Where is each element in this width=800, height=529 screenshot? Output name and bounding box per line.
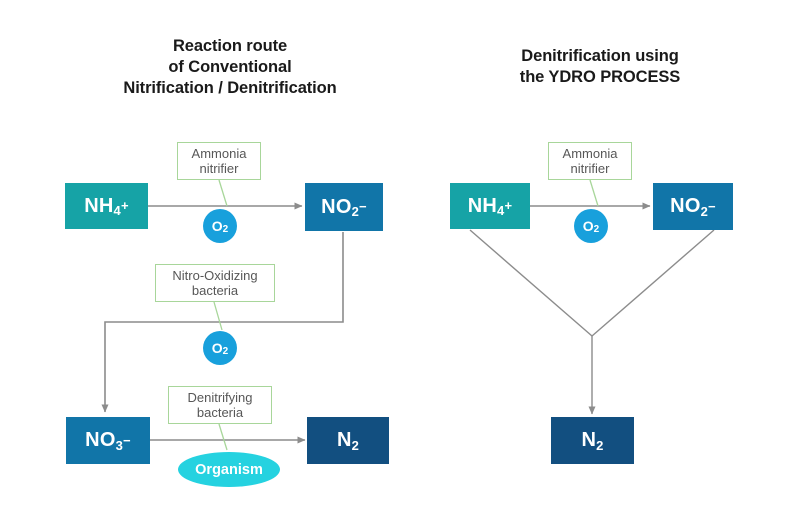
right-panel-title: Denitrification using the YDRO PROCESS <box>450 46 750 88</box>
o2-label: O <box>211 340 223 356</box>
enzyme-label-line-2: nitrifier <box>570 161 610 176</box>
enzyme-ammonia-nitrifier-right[interactable]: Ammonia nitrifier <box>548 142 632 180</box>
enzyme-nitro-oxidizing-bacteria[interactable]: Nitro-Oxidizing bacteria <box>155 264 275 302</box>
enzyme-denitrifying-bacteria[interactable]: Denitrifying bacteria <box>168 386 272 424</box>
right-title-line-2: the YDRO PROCESS <box>519 68 681 86</box>
arrow-nitrite-to-nitrate <box>101 232 344 413</box>
left-title-line-2: of Conventional <box>168 58 292 76</box>
tick-nitro-oxidizing <box>213 301 223 331</box>
ammonium-formula: NH <box>84 194 114 217</box>
nitrate-formula: NO <box>85 429 116 451</box>
enzyme-label-line-1: Nitro-Oxidizing <box>172 268 258 283</box>
tick-ammonia-nitrifier-right <box>589 179 599 207</box>
enzyme-label-line-1: Ammonia <box>191 146 247 161</box>
enzyme-label-line-2: bacteria <box>196 405 244 420</box>
left-title-line-3: Nitrification / Denitrification <box>123 79 337 97</box>
enzyme-label-line-1: Ammonia <box>562 146 618 161</box>
organism-ellipse: Organism <box>178 452 280 487</box>
dinitrogen-formula: N <box>336 429 352 451</box>
enzyme-ammonia-nitrifier-left[interactable]: Ammonia nitrifier <box>177 142 261 180</box>
dinitrogen-formula: N <box>581 429 597 451</box>
tick-ammonia-nitrifier <box>218 179 228 207</box>
organism-label: Organism <box>195 461 263 478</box>
right-title-line-1: Denitrification using <box>521 47 679 65</box>
line-nitrite-to-junction <box>591 229 715 337</box>
nitrite-formula: NO <box>670 195 701 217</box>
tick-denitrifying <box>218 423 228 451</box>
nitrite-formula: NO <box>321 195 352 218</box>
o2-label: O <box>211 218 223 234</box>
ammonium-formula: NH <box>467 194 498 217</box>
enzyme-label-line-2: bacteria <box>191 283 239 298</box>
o2-label: O <box>582 218 594 234</box>
left-panel-title: Reaction route of Conventional Nitrifica… <box>60 36 400 99</box>
left-title-line-1: Reaction route <box>172 37 288 55</box>
enzyme-label-line-1: Denitrifying <box>187 390 253 405</box>
enzyme-label-line-2: nitrifier <box>199 161 239 176</box>
line-ammonium-to-junction <box>469 229 593 337</box>
